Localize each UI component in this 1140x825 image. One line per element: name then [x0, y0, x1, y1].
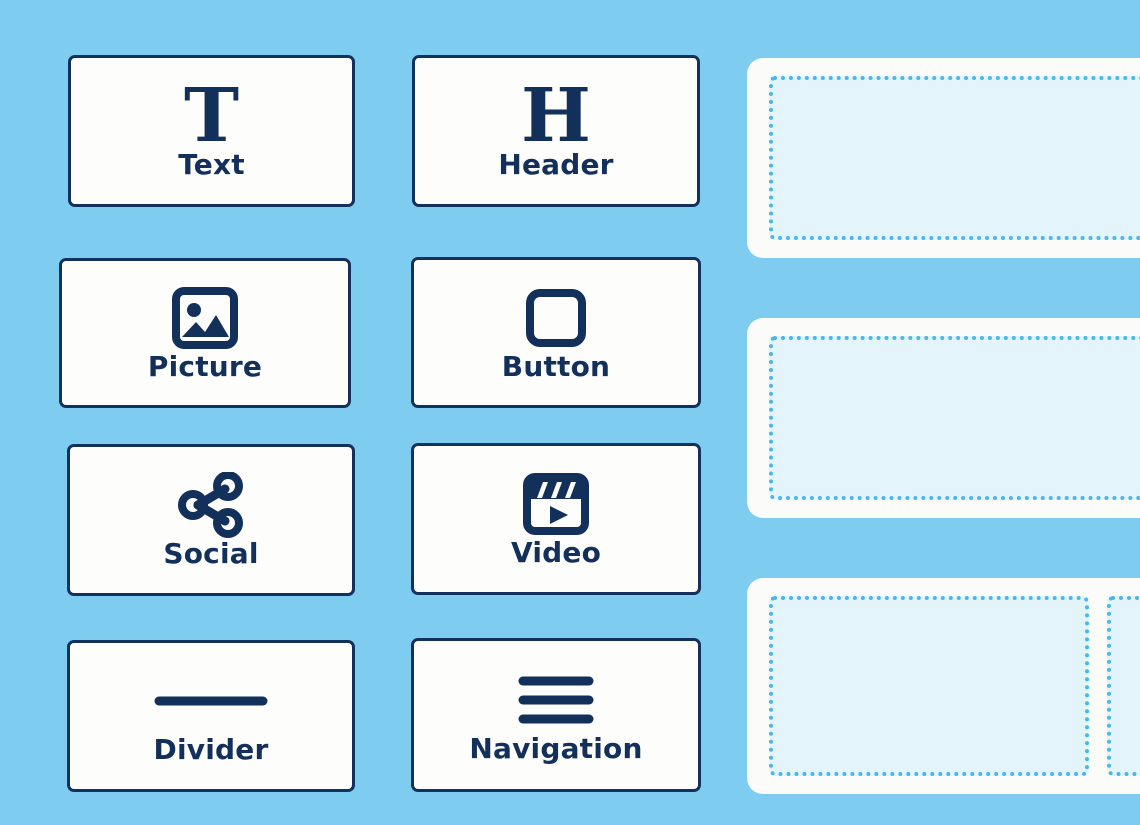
palette-tile-label: Divider: [153, 733, 269, 766]
dropzone-placeholder[interactable]: [769, 596, 1089, 776]
divider-icon: [150, 668, 272, 734]
palette-tile-label: Button: [501, 349, 611, 383]
editor-row-panel[interactable]: [747, 58, 1140, 258]
social-share-icon: [177, 472, 245, 538]
palette-tile-header[interactable]: H Header: [412, 55, 700, 207]
dropzone-placeholder[interactable]: [1107, 596, 1140, 776]
editor-row-panel[interactable]: [747, 578, 1140, 794]
palette-tile-video[interactable]: Video: [411, 443, 701, 595]
palette-tile-label: Header: [498, 148, 614, 181]
palette-tile-divider[interactable]: Divider: [67, 640, 355, 792]
palette-tile-label: Video: [510, 536, 602, 569]
editor-row-panel[interactable]: [747, 318, 1140, 518]
button-icon: [525, 285, 587, 351]
palette-tile-label: Text: [178, 148, 245, 181]
palette-tile-navigation[interactable]: Navigation: [411, 638, 701, 792]
palette-tile-social[interactable]: Social: [67, 444, 355, 596]
palette-tile-label: Social: [163, 537, 259, 570]
palette-tile-text[interactable]: T Text: [68, 55, 355, 207]
palette-tile-label: Navigation: [469, 732, 643, 765]
video-clapperboard-icon: [523, 471, 589, 537]
dropzone-placeholder[interactable]: [769, 76, 1140, 240]
header-glyph-icon: H: [521, 73, 591, 159]
picture-icon: [172, 285, 238, 351]
text-glyph-icon: T: [183, 73, 240, 159]
hamburger-menu-icon: [514, 667, 598, 733]
dropzone-placeholder[interactable]: [769, 336, 1140, 500]
palette-tile-picture[interactable]: Picture: [59, 258, 351, 408]
palette-tile-button[interactable]: Button: [411, 257, 701, 408]
palette-tile-label: Picture: [147, 350, 263, 383]
